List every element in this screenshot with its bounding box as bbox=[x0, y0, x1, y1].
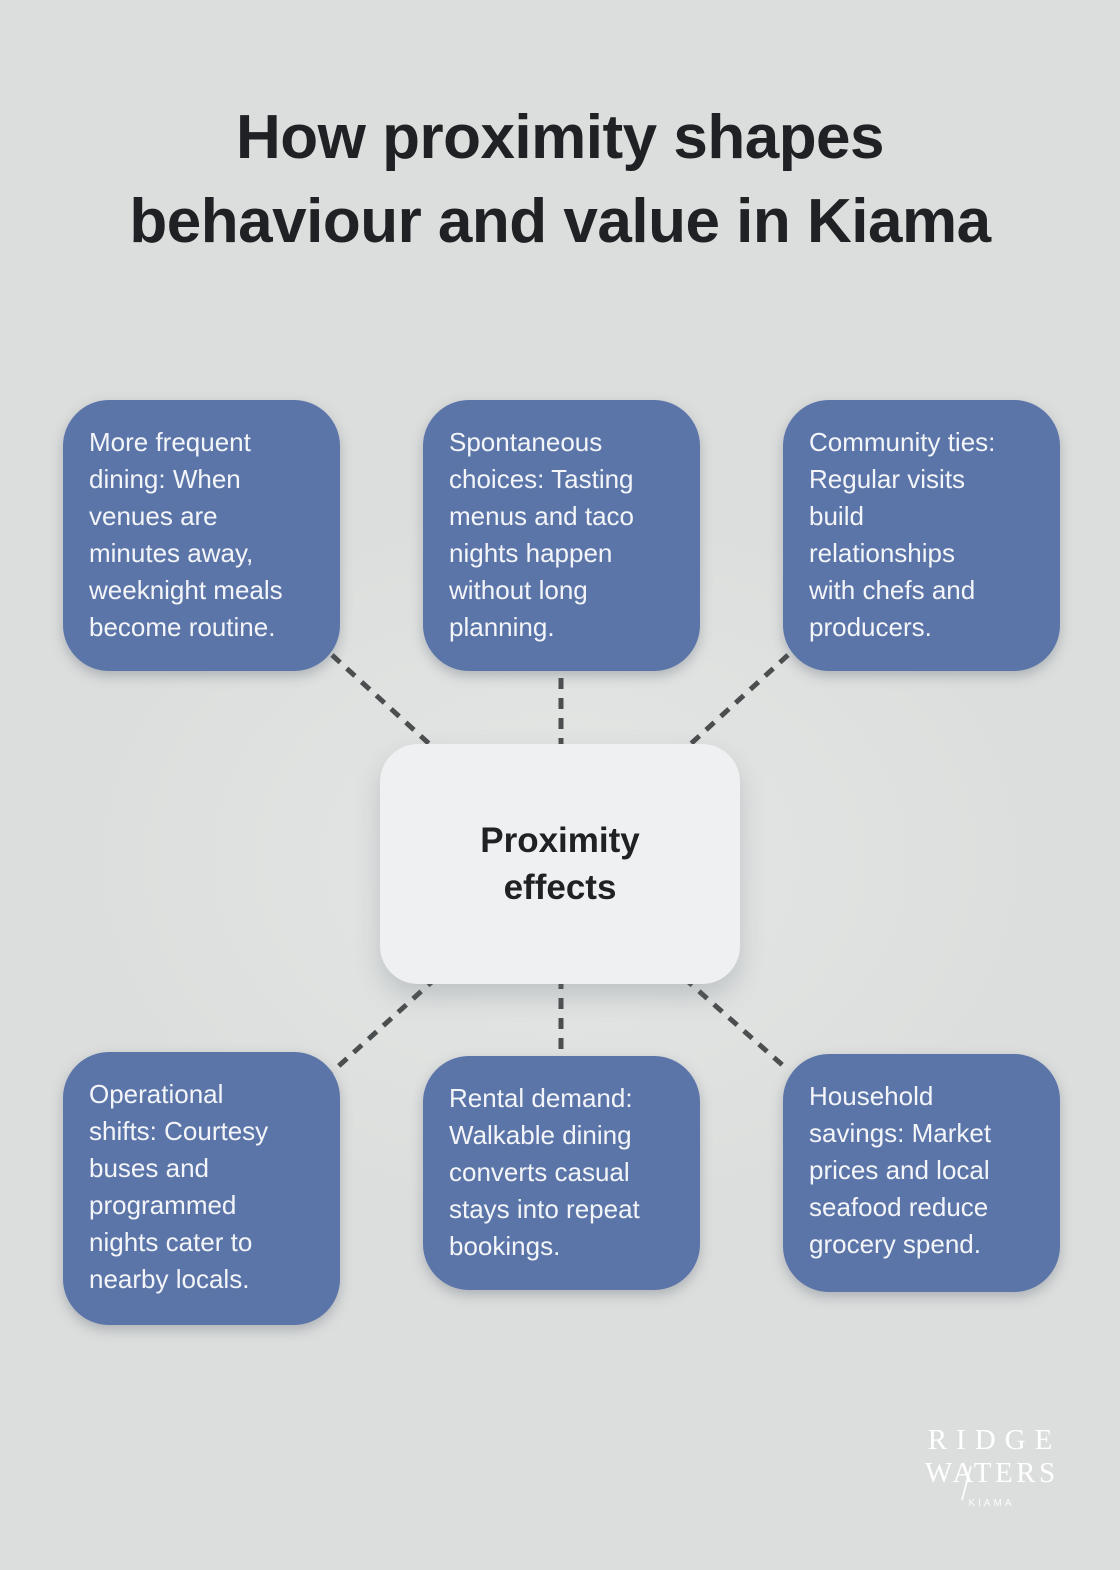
node-text: Operational shifts: Courtesy buses and p… bbox=[89, 1079, 269, 1294]
node-more-frequent-dining: More frequent dining: When venues are mi… bbox=[63, 400, 340, 671]
center-node-proximity-effects: Proximity effects bbox=[380, 744, 740, 984]
node-spontaneous-choices: Spontaneous choices: Tasting menus and t… bbox=[423, 400, 700, 671]
node-community-ties: Community ties: Regular visits build rel… bbox=[783, 400, 1060, 671]
brand-name-ridge: RIDGE bbox=[927, 1424, 1062, 1456]
node-text: Household savings: Market prices and loc… bbox=[809, 1081, 992, 1259]
node-household-savings: Household savings: Market prices and loc… bbox=[783, 1054, 1060, 1292]
node-text: Spontaneous choices: Tasting menus and t… bbox=[449, 427, 635, 642]
node-text: Rental demand: Walkable dining converts … bbox=[449, 1083, 640, 1261]
node-text: Community ties: Regular visits build rel… bbox=[809, 427, 996, 642]
connector-top-right bbox=[682, 653, 790, 752]
node-operational-shifts: Operational shifts: Courtesy buses and p… bbox=[63, 1052, 340, 1325]
node-rental-demand: Rental demand: Walkable dining converts … bbox=[423, 1056, 700, 1290]
connector-bottom-left bbox=[330, 976, 438, 1074]
brand-location-kiama: KIAMA bbox=[968, 1498, 1015, 1509]
node-text: More frequent dining: When venues are mi… bbox=[89, 427, 283, 642]
connector-bottom-right bbox=[682, 976, 790, 1072]
brand-name-waters: WATERS bbox=[924, 1457, 1059, 1489]
page-title: How proximity shapes behaviour and value… bbox=[129, 103, 991, 256]
center-node-label: Proximity effects bbox=[480, 821, 640, 907]
connector-top-left bbox=[330, 653, 438, 752]
brand-logo: RIDGE WATERS KIAMA bbox=[915, 1424, 1065, 1510]
